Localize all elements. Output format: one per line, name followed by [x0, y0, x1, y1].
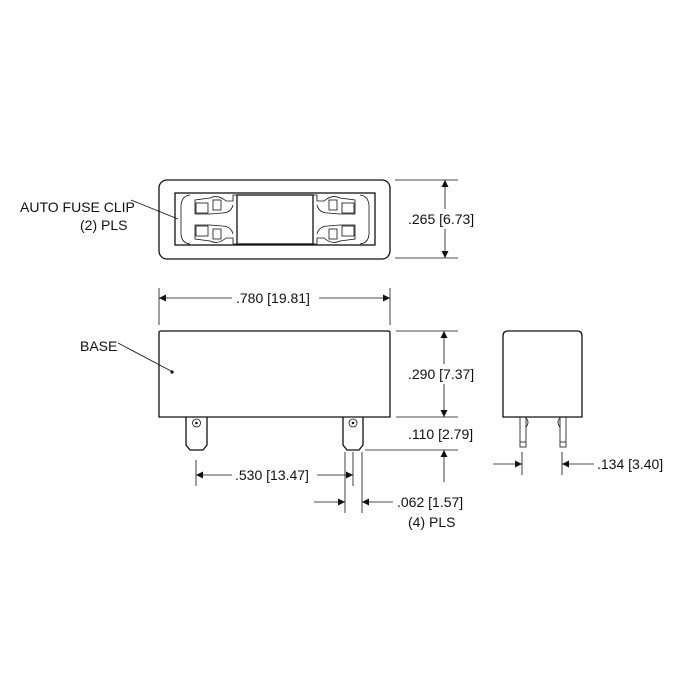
pin-right: [342, 417, 364, 451]
dim-pin-spacing: .530 [13.47]: [235, 467, 309, 483]
dim-height-base: .290 [7.37]: [408, 366, 474, 382]
clip-leader-line: [130, 199, 179, 220]
pin-left: [185, 417, 208, 451]
side-view: .134 [3.40]: [493, 330, 663, 475]
dim-side-pin-spacing: .134 [3.40]: [597, 456, 663, 472]
dim-length: .780 [19.81]: [236, 290, 310, 306]
dim-pin-length: .110 [2.79]: [408, 426, 473, 442]
fuse-clip-right: [313, 194, 370, 245]
dim-height-top: .265 [6.73]: [408, 211, 474, 227]
top-view: AUTO FUSE CLIP (2) PLS .265 [6.73]: [20, 179, 480, 260]
clip-qty-label: (2) PLS: [80, 217, 127, 233]
dim-pin-width-note: (4) PLS: [408, 514, 455, 530]
base-body: [158, 330, 391, 418]
front-view: .780 [19.81] BASE .290 [7.37] .110 [2.79…: [80, 288, 480, 530]
fuse-clip-left: [180, 194, 237, 245]
clip-label: AUTO FUSE CLIP: [20, 199, 135, 215]
base-label: BASE: [80, 338, 117, 354]
dim-pin-width: .062 [1.57]: [397, 494, 463, 510]
